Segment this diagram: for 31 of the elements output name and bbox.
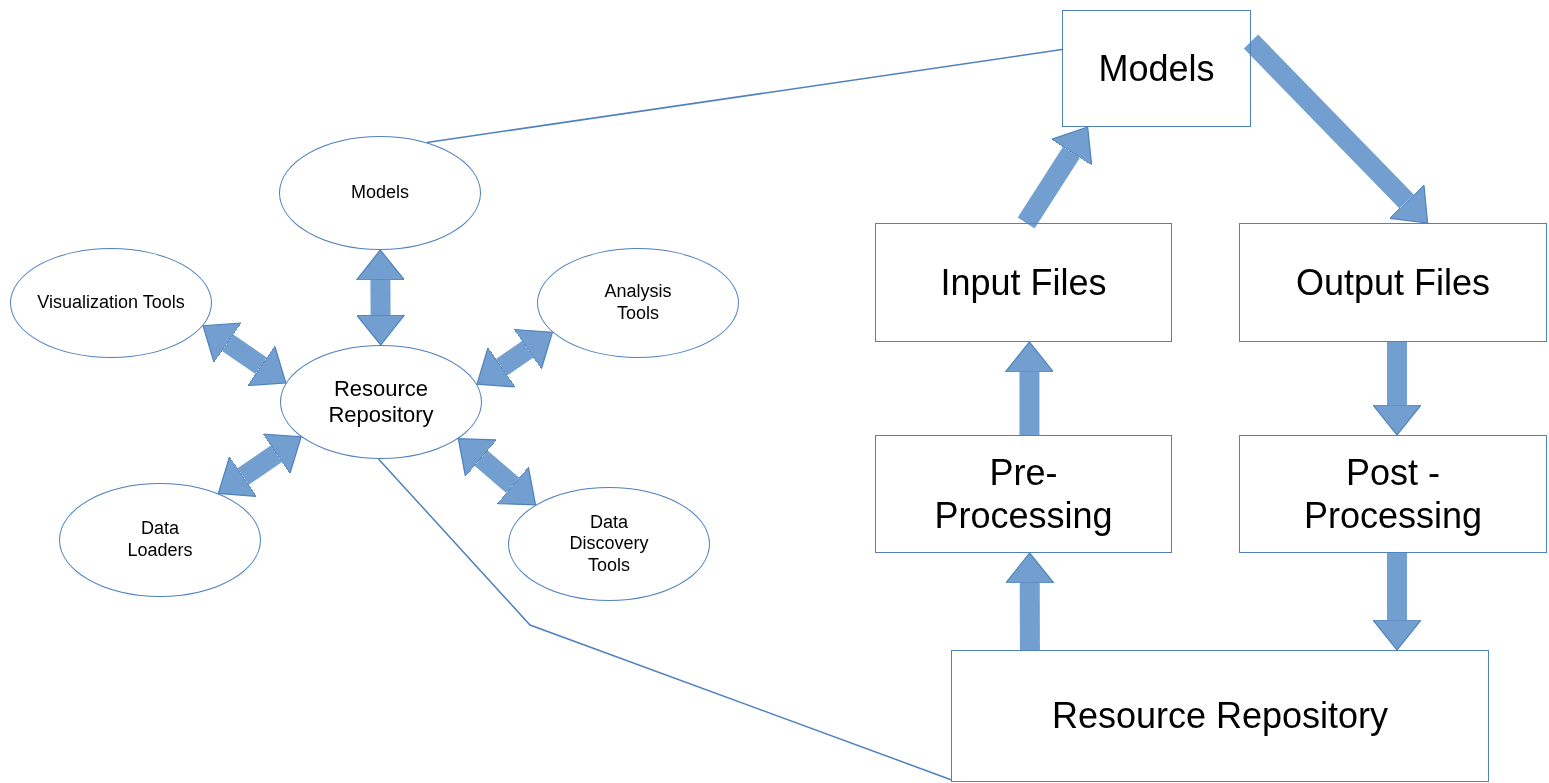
block-arrow [1017,126,1093,229]
node-label: Output Files [1295,260,1491,305]
node-label: Models [351,182,409,204]
block-arrow [1372,553,1422,651]
connector-line [426,48,1063,144]
node-label: Data Loaders [126,518,194,562]
node-label: Models [1098,46,1215,91]
process-box [1239,223,1547,342]
process-box [875,223,1172,342]
block-arrow [1243,34,1429,224]
node-label: Resource Repository [327,375,435,429]
block-arrow [355,249,406,346]
process-box [1062,10,1251,127]
node-label: Data Discovery Tools [568,511,650,577]
node-label: Visualization Tools [37,292,185,314]
block-arrow [1372,342,1422,436]
connector-line [377,458,952,781]
block-arrow [457,438,537,506]
block-arrow [1004,341,1055,435]
process-box [951,650,1489,782]
block-arrow [1005,552,1055,651]
node-label: Analysis Tools [603,281,673,325]
block-arrow [202,322,287,387]
block-arrow [217,433,302,497]
node-label: Input Files [940,260,1107,305]
block-arrow [476,328,554,388]
node-label: Post -Processing [1302,450,1484,538]
node-label: Pre- Processing [933,450,1114,538]
process-box [1239,435,1547,553]
process-box [875,435,1172,553]
node-label: Resource Repository [1051,694,1389,738]
